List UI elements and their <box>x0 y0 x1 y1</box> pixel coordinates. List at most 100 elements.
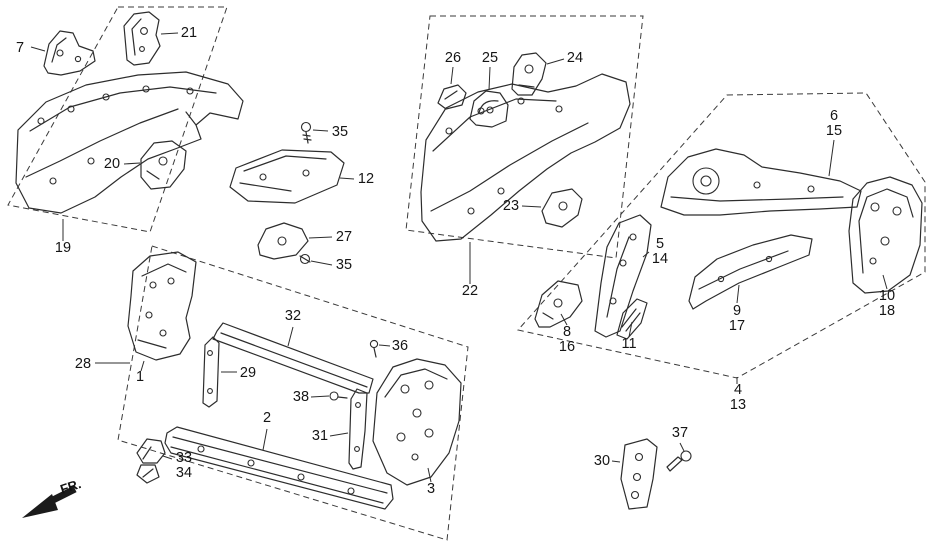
leader-line-27 <box>308 236 333 239</box>
callout-29: 29 <box>240 365 256 381</box>
callout-26: 26 <box>445 50 461 66</box>
callout-7: 7 <box>16 40 24 56</box>
callout-11: 11 <box>621 336 636 352</box>
callout-6: 6 <box>830 108 838 124</box>
group-box-right-wheelhouse <box>405 15 644 259</box>
part-21-bracket-drawing <box>123 11 161 66</box>
bolt-38-drawing <box>329 391 348 401</box>
leader-line-9 <box>736 284 740 304</box>
part-33-34-bracket-drawing <box>136 438 166 484</box>
group-box-left-wheelhouse <box>7 6 228 233</box>
bolt-35b-drawing <box>299 253 311 265</box>
part-1-side-panel-drawing <box>127 251 197 361</box>
bolt-36-drawing <box>369 339 379 358</box>
leader-line-33 <box>162 455 173 460</box>
callout-37: 37 <box>672 425 688 441</box>
leader-line-37 <box>679 442 685 452</box>
part-20-bracket-drawing <box>140 140 187 190</box>
leader-line-35 <box>310 260 333 266</box>
callout-14: 14 <box>652 251 668 267</box>
parts-layer <box>15 11 923 510</box>
leader-line-23 <box>521 205 542 208</box>
callout-21: 21 <box>181 25 197 41</box>
callout-17: 17 <box>729 318 745 334</box>
part-22-wheelhouse-assembly-drawing <box>420 73 631 242</box>
group-box-front-bulkhead <box>117 245 469 541</box>
part-26-bracket-drawing <box>437 84 467 110</box>
part-8-16-bracket-drawing <box>534 280 583 328</box>
part-31-stay-drawing <box>348 388 368 470</box>
leader-line-21 <box>160 32 179 35</box>
part-5-14-frame-rail-drawing <box>594 214 652 338</box>
part-32-upper-crossmember-drawing <box>212 322 374 394</box>
leader-line-8 <box>560 313 568 326</box>
leader-line-3 <box>427 467 432 483</box>
callout-19: 19 <box>55 240 71 256</box>
callout-38: 38 <box>293 389 309 405</box>
callout-35: 35 <box>332 124 348 140</box>
leader-line-24 <box>546 58 565 65</box>
leader-line-30 <box>611 460 621 463</box>
part-7-bracket-drawing <box>43 30 96 76</box>
callout-10: 10 <box>879 288 895 304</box>
leader-line-2 <box>262 428 268 451</box>
callout-2: 2 <box>263 410 271 426</box>
part-9-17-rail-drawing <box>688 234 813 310</box>
part-24-bracket-drawing <box>511 52 547 96</box>
part-12-tray-drawing <box>229 149 345 204</box>
part-29-stay-drawing <box>202 336 220 408</box>
callout-27: 27 <box>336 229 352 245</box>
leader-line-20 <box>123 162 141 165</box>
leader-line-1 <box>140 360 145 372</box>
leader-line-12 <box>339 177 355 180</box>
callout-4: 4 <box>734 382 742 398</box>
leader-line-10 <box>882 274 888 290</box>
callout-24: 24 <box>567 50 583 66</box>
fr-label: FR. <box>58 476 83 497</box>
callout-8: 8 <box>563 324 571 340</box>
leader-line-11 <box>628 321 633 338</box>
part-3-side-panel-drawing <box>372 358 462 486</box>
callout-25: 25 <box>482 50 498 66</box>
callout-35: 35 <box>336 257 352 273</box>
callout-20: 20 <box>104 156 120 172</box>
part-27-bracket-drawing <box>257 222 309 260</box>
part-23-bracket-drawing <box>541 188 583 228</box>
callout-33: 33 <box>176 450 192 466</box>
callout-3: 3 <box>427 481 435 497</box>
bolt-35a-drawing <box>300 121 312 144</box>
group-box-front-side-frame <box>517 92 926 379</box>
leader-line-38 <box>310 395 330 398</box>
callout-9: 9 <box>733 303 741 319</box>
callout-34: 34 <box>176 465 192 481</box>
callout-36: 36 <box>392 338 408 354</box>
leader-line-15 <box>828 139 835 177</box>
callout-18: 18 <box>879 303 895 319</box>
callout-15: 15 <box>826 123 842 139</box>
part-30-plate-drawing <box>620 438 658 510</box>
part-11-stiffener-drawing <box>616 298 648 340</box>
leader-line-14 <box>642 251 650 258</box>
group-boxes-layer <box>7 6 926 541</box>
callout-23: 23 <box>503 198 519 214</box>
callout-22: 22 <box>462 283 478 299</box>
callout-28: 28 <box>75 356 91 372</box>
callout-1: 1 <box>136 369 144 385</box>
bolt-37-drawing <box>666 450 692 472</box>
fr-direction-indicator: FR. <box>22 476 83 518</box>
leader-line-31 <box>329 432 349 437</box>
callout-32: 32 <box>285 308 301 324</box>
part-10-18-panel-drawing <box>848 176 923 294</box>
callout-12: 12 <box>358 171 374 187</box>
leader-line-26 <box>450 66 454 85</box>
callout-13: 13 <box>730 397 746 413</box>
leader-line-36 <box>378 344 391 347</box>
callout-5: 5 <box>656 236 664 252</box>
part-2-lower-crossmember-drawing <box>164 426 394 510</box>
part-25-dome-drawing <box>469 90 509 128</box>
leader-line-7 <box>30 46 46 52</box>
callout-31: 31 <box>312 428 328 444</box>
